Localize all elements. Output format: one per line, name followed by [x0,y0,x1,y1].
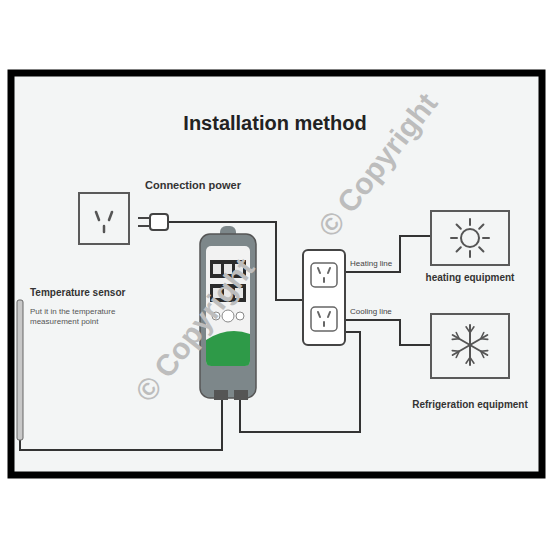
refrigeration-equipment-box: Refrigeration equipment [430,313,510,379]
socket-strip [303,250,345,345]
cooling-line [345,320,430,345]
power-outlet-box: Connection power [78,192,130,245]
sensor-cable [20,398,222,450]
output-cable [240,332,360,432]
outlet-icon [96,212,112,232]
sensor-note: Put it in the temperature measurement po… [30,307,142,327]
sun-icon [451,219,489,257]
heating-equipment-box: heating equipment [430,210,510,266]
node-label: heating equipment [426,272,515,283]
node-label: Refrigeration equipment [412,399,528,410]
node-label: Connection power [145,179,241,191]
wires [20,222,430,450]
sensor-label: Temperature sensor [30,287,125,300]
heating-line [345,236,430,272]
plug-icon [138,214,168,230]
diagram-title: Installation method [0,112,550,135]
line-label: Cooling line [349,307,393,317]
temperature-probe [17,300,23,440]
snowflake-icon [452,325,487,365]
line-label: Heating line [349,259,393,269]
